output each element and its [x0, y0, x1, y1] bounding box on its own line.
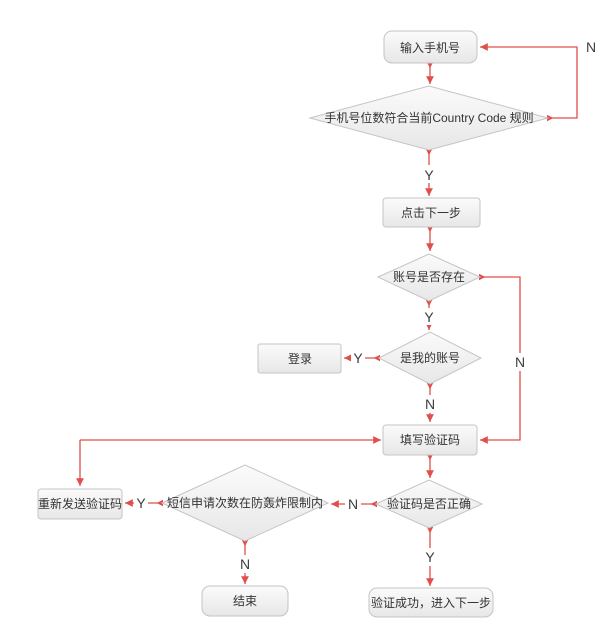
node-country-check: 手机号位数符合当前Country Code 规则: [308, 85, 550, 151]
node-end-label: 结束: [233, 594, 257, 608]
edge-myaccount-y: [344, 350, 381, 366]
edge-label-account-yes: Y: [424, 309, 434, 325]
node-end: 结束: [201, 585, 289, 617]
edge-label-country-invalid: N: [586, 39, 596, 55]
node-account-exists: 账号是否存在: [376, 253, 482, 302]
node-fill-code: 填写验证码: [382, 424, 478, 456]
node-is-my-account-label: 是我的账号: [400, 350, 460, 365]
node-code-correct-label: 验证码是否正确: [387, 496, 471, 511]
edge-countrycheck-y: [422, 148, 436, 196]
node-click-next-label: 点击下一步: [401, 206, 461, 220]
node-resend-code-label: 重新发送验证码: [38, 496, 122, 511]
node-enter-phone-label: 输入手机号: [400, 40, 460, 55]
edge-label-account-no: N: [515, 354, 525, 370]
node-success: 验证成功，进入下一步: [368, 587, 494, 618]
node-is-my-account: 是我的账号: [377, 331, 483, 385]
edge-label-code-no: N: [348, 496, 358, 512]
edge-label-code-yes: Y: [425, 549, 435, 565]
node-country-check-label: 手机号位数符合当前Country Code 规则: [324, 110, 533, 125]
edge-codecorrect-y: [423, 526, 437, 586]
node-account-exists-label: 账号是否存在: [393, 270, 465, 284]
edge-label-myaccount-no: N: [425, 396, 435, 412]
node-login-label: 登录: [288, 351, 312, 366]
edge-smslimit-n: [238, 539, 253, 584]
node-resend-code: 重新发送验证码: [37, 488, 123, 520]
edge-label-myaccount-yes: Y: [353, 350, 363, 366]
node-sms-limit-label: 短信申请次数在防轰炸限制内: [167, 495, 323, 510]
node-enter-phone: 输入手机号: [383, 30, 478, 64]
edge-accountexists-n: [478, 273, 528, 444]
node-login: 登录: [257, 343, 342, 374]
edge-label-limit-no: N: [240, 556, 250, 572]
edge-label-limit-yes: Y: [136, 495, 146, 511]
edge-codecorrect-n: [331, 496, 378, 512]
edge-label-country-valid: Y: [424, 167, 434, 183]
edge-countrycheck-n-loop: [480, 43, 578, 122]
node-fill-code-label: 填写验证码: [400, 432, 460, 447]
edge-accountexists-y: [422, 299, 436, 330]
edge-resend-fillcode-loop: [76, 436, 381, 486]
node-code-correct: 验证码是否正确: [374, 479, 484, 529]
node-click-next: 点击下一步: [382, 197, 481, 228]
edge-smslimit-y: [125, 495, 164, 511]
node-sms-limit: 短信申请次数在防轰炸限制内: [160, 464, 330, 542]
node-success-label: 验证成功，进入下一步: [371, 595, 491, 610]
edge-myaccount-n: [423, 382, 438, 422]
